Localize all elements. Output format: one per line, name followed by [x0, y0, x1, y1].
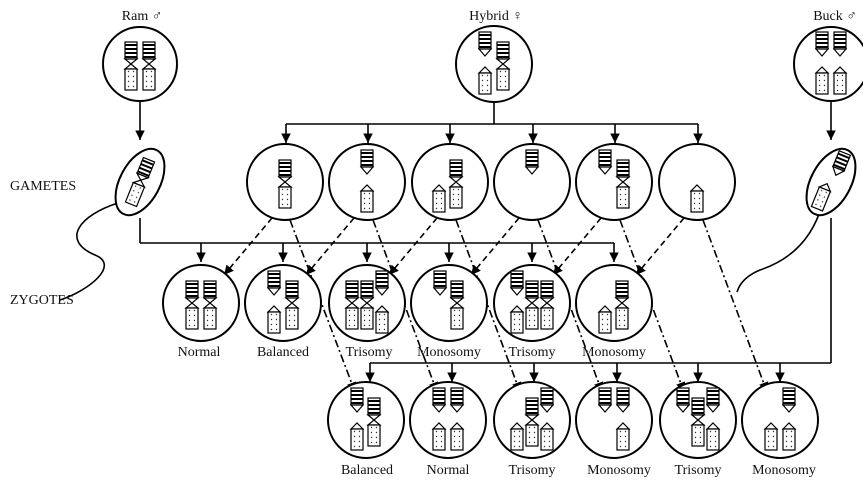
- zygote-ram-4: [410, 264, 488, 342]
- zygote-ram-6: [575, 264, 653, 342]
- buck-sperm: [736, 147, 857, 293]
- zygote-buck-6: [741, 381, 819, 459]
- ram-sperm: [59, 147, 166, 301]
- gamete-1: [246, 143, 324, 221]
- ram-label: Ram ♂: [122, 9, 162, 24]
- zygote-ram-2-label: Balanced: [257, 345, 309, 360]
- zygote-buck-2: [409, 381, 487, 459]
- zygote-ram-4-label: Monosomy: [417, 345, 481, 360]
- zygote-buck-1: [327, 381, 405, 459]
- gamete-6: [658, 143, 736, 221]
- zygote-ram-6-label: Monosomy: [582, 345, 646, 360]
- ram-fertilization-arrows: [139, 218, 619, 262]
- zygote-buck-5-label: Trisomy: [675, 463, 722, 478]
- zygote-buck-6-label: Monosomy: [752, 463, 816, 478]
- zygote-buck-4-label: Monosomy: [587, 463, 651, 478]
- buck-fertilization-arrows: [365, 218, 832, 382]
- gametes-label: GAMETES: [10, 179, 76, 194]
- zygote-buck-3-label: Trisomy: [509, 463, 556, 478]
- zygote-ram-2: [244, 264, 322, 342]
- hybrid-cell: [455, 25, 533, 103]
- buck-label: Buck ♂: [813, 9, 857, 24]
- zygote-ram-1-label: Normal: [178, 345, 221, 360]
- zygote-buck-1-label: Balanced: [341, 463, 393, 478]
- zygote-buck-4: [575, 381, 653, 459]
- zygote-ram-5-label: Trisomy: [509, 345, 556, 360]
- gamete-2: [328, 143, 406, 221]
- zygote-ram-3: [328, 264, 406, 342]
- zygote-ram-3-label: Trisomy: [346, 345, 393, 360]
- hybrid-label: Hybrid ♀: [469, 9, 523, 24]
- gamete-4: [493, 143, 571, 221]
- hybrid-gamete-arrows: [281, 102, 703, 143]
- zygotes-label: ZYGOTES: [10, 293, 74, 308]
- zygote-buck-2-label: Normal: [427, 463, 470, 478]
- gamete-3: [411, 143, 489, 221]
- zygote-ram-5: [493, 264, 571, 342]
- ram-cell: [102, 26, 178, 102]
- zygote-buck-5: [659, 381, 737, 459]
- zygote-buck-3: [493, 381, 571, 459]
- zygote-ram-1: [162, 264, 240, 342]
- gamete-to-ram-zygote-dashed: [223, 217, 685, 276]
- buck-cell: [793, 26, 863, 102]
- gamete-5: [575, 143, 653, 221]
